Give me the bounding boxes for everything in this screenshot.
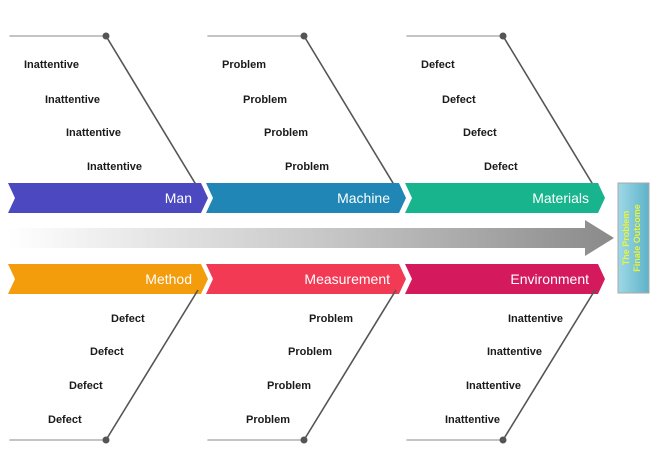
spine-arrow [8, 220, 614, 256]
category-environment-bone [502, 289, 596, 441]
category-man-item: Inattentive [24, 59, 79, 71]
problem-head: The Problem Finale Outcome [617, 182, 650, 294]
category-man-item: Inattentive [45, 94, 100, 106]
category-materials-item: Defect [442, 94, 476, 106]
category-man-item: Inattentive [66, 127, 121, 139]
category-machine-item: Problem [243, 94, 287, 106]
category-machine-item: Problem [285, 161, 329, 173]
category-materials-item: Defect [463, 127, 497, 139]
category-method-item: Defect [111, 313, 145, 325]
category-materials-item: Defect [484, 161, 518, 173]
category-man-bone [105, 35, 199, 189]
category-environment-bone-dot [499, 436, 507, 444]
category-environment-band [405, 264, 605, 294]
category-measurement-label: Measurement [304, 271, 390, 287]
category-method-item: Defect [69, 380, 103, 392]
category-method-band [8, 264, 208, 294]
category-materials-bone [502, 35, 596, 189]
category-machine-label: Machine [337, 190, 390, 206]
problem-head-line1: The Problem [621, 211, 631, 266]
category-method-bone [105, 289, 199, 441]
category-materials-bone-dot [499, 32, 507, 40]
category-measurement-bone [303, 289, 397, 441]
category-machine-bone [303, 35, 397, 189]
category-environment-item: Inattentive [445, 414, 500, 426]
category-measurement-item: Problem [246, 414, 290, 426]
category-man-bone-dot [102, 32, 110, 40]
category-machine-item: Problem [222, 59, 266, 71]
category-environment-item: Inattentive [487, 346, 542, 358]
category-environment-label: Environment [510, 271, 589, 287]
category-materials-item: Defect [421, 59, 455, 71]
category-environment-item: Inattentive [508, 313, 563, 325]
category-method-item: Defect [48, 414, 82, 426]
category-materials-label: Materials [532, 190, 589, 206]
category-machine-band [206, 183, 406, 213]
category-environment-item: Inattentive [466, 380, 521, 392]
category-measurement-item: Problem [288, 346, 332, 358]
category-method-item: Defect [90, 346, 124, 358]
category-materials-band [405, 183, 605, 213]
category-man-label: Man [165, 190, 192, 206]
category-man-band [8, 183, 208, 213]
category-measurement-item: Problem [267, 380, 311, 392]
category-bones: ManInattentiveInattentiveInattentiveInat… [8, 32, 605, 444]
category-man-item: Inattentive [87, 161, 142, 173]
category-measurement-band [206, 264, 406, 294]
category-machine-bone-dot [300, 32, 308, 40]
category-measurement-bone-dot [300, 436, 308, 444]
problem-head-line2: Finale Outcome [632, 204, 642, 272]
category-method-label: Method [145, 271, 192, 287]
category-measurement-item: Problem [309, 313, 353, 325]
category-method-bone-dot [102, 436, 110, 444]
category-machine-item: Problem [264, 127, 308, 139]
